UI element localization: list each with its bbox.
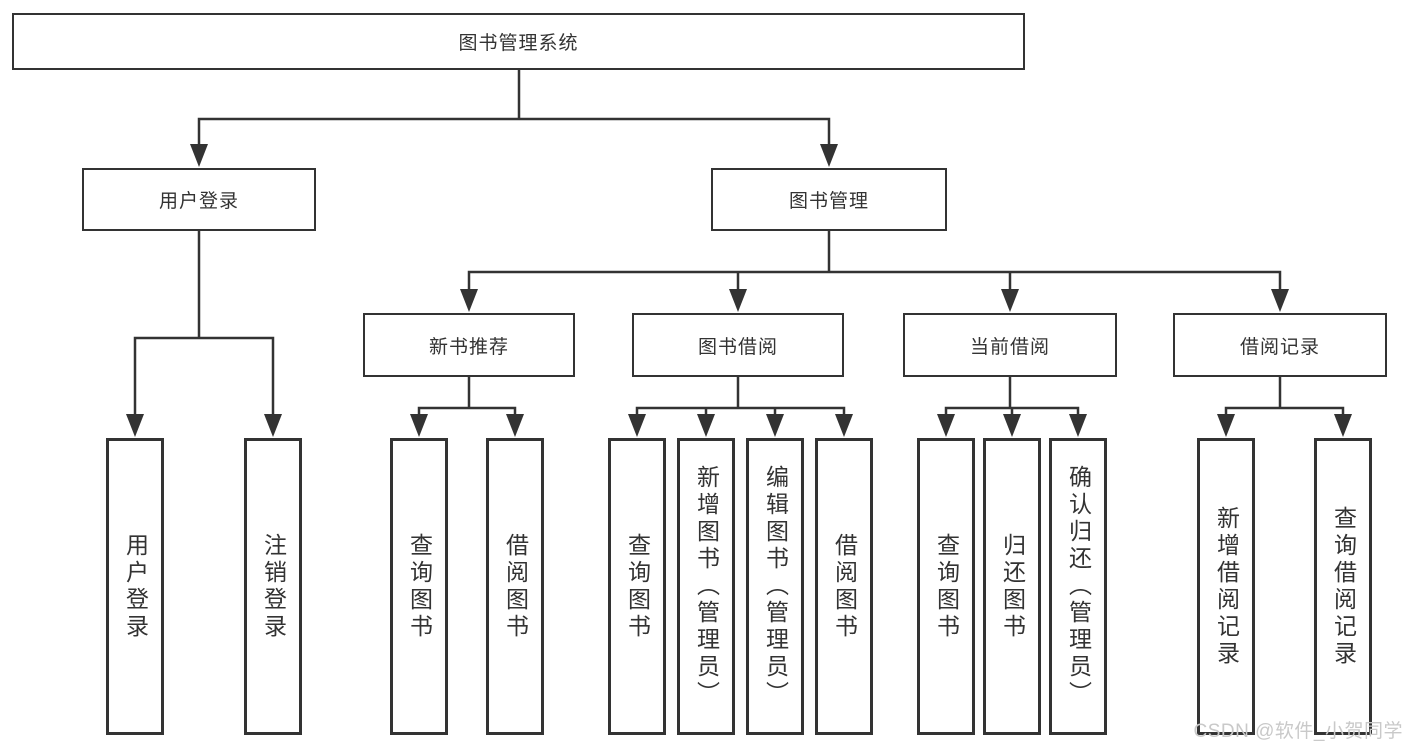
node-borrowing-records: 借阅记录 [1173, 313, 1387, 377]
node-book-borrowing: 图书借阅 [632, 313, 844, 377]
leaf-query-books-1-label: 查询图书 [406, 532, 433, 641]
node-borrowing-records-label: 借阅记录 [1239, 336, 1320, 358]
leaf-add-book-admin: 新增图书（管理员） [677, 438, 735, 735]
leaf-query-books-2: 查询图书 [608, 438, 666, 735]
node-book-management-label: 图书管理 [788, 191, 869, 212]
leaf-logout: 注销登录 [244, 438, 302, 735]
node-user-login: 用户登录 [82, 168, 316, 231]
leaf-logout-label: 注销登录 [260, 532, 287, 641]
leaf-edit-book-admin-label: 编辑图书（管理员） [762, 465, 789, 708]
leaf-borrow-books-2: 借阅图书 [815, 438, 873, 735]
node-current-borrowing-label: 当前借阅 [969, 336, 1050, 358]
leaf-query-books-3-label: 查询图书 [933, 532, 960, 641]
leaf-user-login-label: 用户登录 [122, 532, 149, 641]
node-root-system-label: 图书管理系统 [458, 33, 579, 54]
leaf-confirm-return-admin-label: 确认归还（管理员） [1065, 465, 1092, 708]
leaf-edit-book-admin: 编辑图书（管理员） [746, 438, 804, 735]
node-book-management: 图书管理 [711, 168, 947, 231]
leaf-return-book: 归还图书 [983, 438, 1041, 735]
leaf-return-book-label: 归还图书 [999, 532, 1026, 641]
leaf-query-borrow-record-label: 查询借阅记录 [1330, 505, 1357, 668]
leaf-add-book-admin-label: 新增图书（管理员） [693, 465, 720, 708]
leaf-borrow-books-2-label: 借阅图书 [831, 532, 858, 641]
node-user-login-label: 用户登录 [158, 191, 239, 212]
leaf-query-books-3: 查询图书 [917, 438, 975, 735]
leaf-add-borrow-record-label: 新增借阅记录 [1213, 505, 1240, 668]
leaf-borrow-books-1: 借阅图书 [486, 438, 544, 735]
leaf-user-login: 用户登录 [106, 438, 164, 735]
leaf-query-books-1: 查询图书 [390, 438, 448, 735]
leaf-add-borrow-record: 新增借阅记录 [1197, 438, 1255, 735]
node-current-borrowing: 当前借阅 [903, 313, 1117, 377]
csdn-watermark: CSDN @软件_小贺同学 [1193, 721, 1403, 742]
node-new-book-recommend: 新书推荐 [363, 313, 575, 377]
node-new-book-recommend-label: 新书推荐 [428, 336, 509, 358]
leaf-confirm-return-admin: 确认归还（管理员） [1049, 438, 1107, 735]
leaf-query-borrow-record: 查询借阅记录 [1314, 438, 1372, 735]
leaf-query-books-2-label: 查询图书 [624, 532, 651, 641]
leaf-borrow-books-1-label: 借阅图书 [502, 532, 529, 641]
node-book-borrowing-label: 图书借阅 [697, 336, 778, 358]
node-root-system: 图书管理系统 [12, 13, 1025, 70]
